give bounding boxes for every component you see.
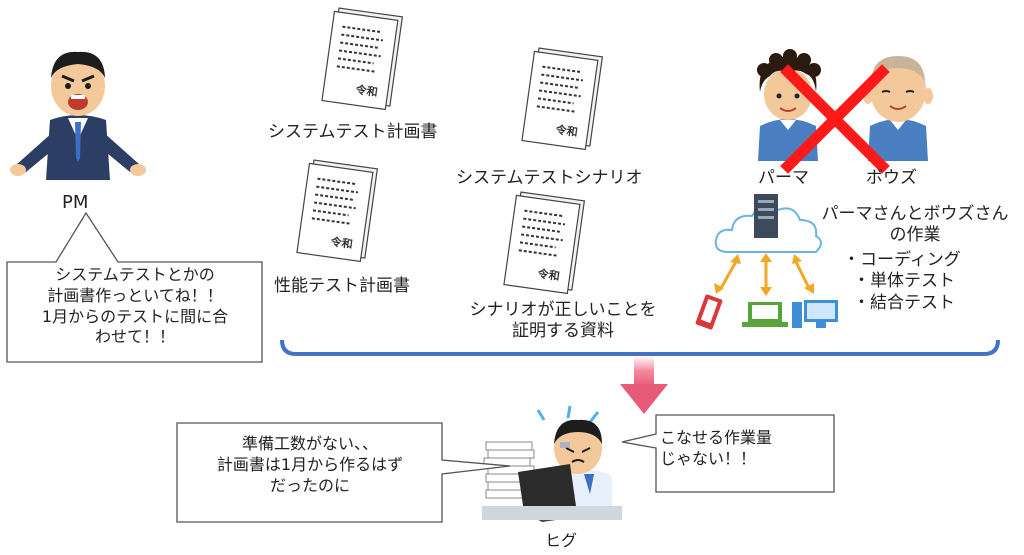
- higu-speech-right-text: こなせる作業量 じゃない！！: [660, 428, 830, 470]
- doc-label-system-test-scenario: システムテストシナリオ: [456, 168, 643, 188]
- document-icon: 令和: [293, 158, 385, 266]
- pm-speech-line: わせて！！: [94, 327, 175, 347]
- team-task-item: ・コーディング: [843, 250, 961, 270]
- pm-speech-text: システムテストとかの 計画書作っといてね！！ 1月からのテストに間に合 わせて！…: [10, 265, 260, 348]
- team-task-item: ・結合テスト: [853, 292, 955, 313]
- higu-speech-left-line: 計画書は1月から作るはず: [216, 454, 404, 474]
- pm-label: PM: [62, 192, 89, 213]
- pm-speech-line: 計画書作っといてね！！: [47, 285, 223, 305]
- cross-mark-icon: [780, 64, 890, 174]
- higu-speech-bubble-left: [176, 422, 512, 524]
- team-tasks: パーマさんとボウズさん の作業: [808, 204, 1022, 247]
- perma-label: パーマ: [758, 168, 809, 188]
- higu-speech-bubble-right: [620, 414, 836, 494]
- higu-label: ヒグ: [545, 531, 578, 550]
- higu-speech-left-text: 準備工数がない、、 計画書は1月から作るはず だったのに: [180, 434, 440, 496]
- svg-text:令和: 令和: [329, 234, 354, 251]
- down-arrow-icon: [618, 356, 670, 416]
- pm-speech-line: システムテストとかの: [55, 265, 215, 284]
- svg-text:令和: 令和: [554, 122, 579, 139]
- document-icon: 令和: [500, 190, 592, 298]
- grouping-bracket: [278, 336, 1002, 360]
- doc-label-scenario-proof: シナリオが正しいことを 証明する資料: [456, 300, 670, 343]
- doc-label-scenario-proof-line: 証明する資料: [512, 321, 614, 342]
- pm-speech-line: 1月からのテストに間に合: [41, 306, 229, 326]
- svg-text:令和: 令和: [536, 266, 561, 283]
- team-tasks-title-line: の作業: [889, 225, 941, 246]
- higu-figure: [478, 402, 638, 528]
- bouzu-figure: [858, 46, 938, 161]
- higu-speech-left-line: だったのに: [269, 475, 350, 495]
- doc-label-scenario-proof-line: シナリオが正しいことを: [469, 300, 657, 320]
- svg-text:令和: 令和: [354, 82, 379, 99]
- higu-speech-right-line: こなせる作業量: [660, 428, 773, 447]
- pm-figure: [8, 40, 148, 180]
- bouzu-label: ボウズ: [866, 168, 917, 188]
- team-tasks-title-line: パーマさんとボウズさん: [821, 204, 1009, 224]
- doc-label-system-test-plan: システムテスト計画書: [268, 122, 438, 142]
- team-task-item: ・単体テスト: [853, 271, 955, 292]
- higu-speech-left-line: 準備工数がない、、: [241, 434, 378, 453]
- pm-speech-bubble: [6, 212, 264, 364]
- document-icon: 令和: [518, 46, 610, 154]
- team-task-list: ・コーディング ・単体テスト ・結合テスト: [843, 250, 961, 314]
- cloud-server-diagram: [694, 190, 844, 336]
- higu-speech-right-line: じゃない！！: [660, 448, 757, 468]
- document-icon: 令和: [318, 6, 410, 114]
- doc-label-performance-test-plan: 性能テスト計画書: [274, 276, 410, 296]
